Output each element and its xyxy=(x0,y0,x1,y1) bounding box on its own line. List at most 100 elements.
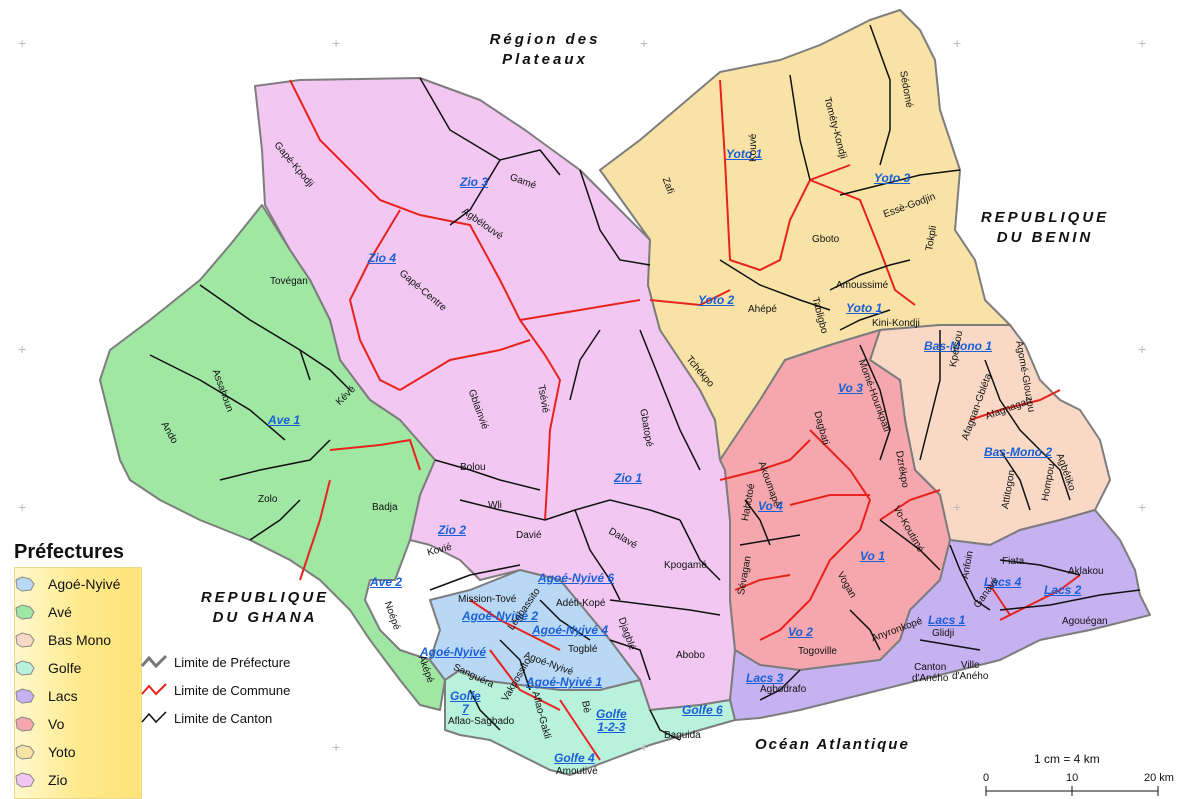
canton-kpogame: Kpogamé xyxy=(664,560,707,571)
ave-prefecture[interactable] xyxy=(99,204,446,711)
legend-item-yoto: Yoto xyxy=(14,741,76,763)
grid-cross: + xyxy=(332,739,341,755)
canton-mission-tove: Mission-Tové xyxy=(458,594,517,605)
commune-agoe-nyive-6[interactable]: Agoé-Nyivé 6 xyxy=(538,571,615,585)
canton-aflao-sagbado: Aflao-Sagbado xyxy=(448,716,515,727)
commune-zio-2[interactable]: Zio 2 xyxy=(438,523,467,537)
commune-golfe-1-2-3[interactable]: Golfe 1-2-3 xyxy=(596,707,627,734)
grid-cross: + xyxy=(640,739,649,755)
grid-cross: + xyxy=(640,35,649,51)
commune-bas-mono-2[interactable]: Bas-Mono 2 xyxy=(984,445,1053,459)
commune-yoto-1[interactable]: Yoto 1 xyxy=(726,147,763,161)
prefecture-legend: Préfectures Agoé-Nyivé Avé Bas Mono Golf… xyxy=(8,541,142,799)
commune-bas-mono-1[interactable]: Bas-Mono 1 xyxy=(924,339,993,353)
canton-limit-icon xyxy=(141,711,167,724)
legend-label: Limite de Commune xyxy=(174,682,291,698)
legend-swatch xyxy=(14,576,36,592)
commune-yoto-2[interactable]: Yoto 2 xyxy=(698,293,735,307)
commune-limit-icon xyxy=(141,683,167,696)
commune-lacs-3[interactable]: Lacs 3 xyxy=(746,671,784,685)
legend-label: Yoto xyxy=(48,744,76,760)
commune-vo-1[interactable]: Vo 1 xyxy=(860,549,885,563)
legend-item-lacs: Lacs xyxy=(14,685,78,707)
canton-abobo: Abobo xyxy=(676,650,705,661)
commune-lacs-4[interactable]: Lacs 4 xyxy=(984,575,1022,589)
scale-tick: 0 xyxy=(983,772,990,784)
grid-cross: + xyxy=(953,499,962,515)
canton-adeti-kope: Adéti-Kopé xyxy=(556,598,606,609)
commune-vo-3[interactable]: Vo 3 xyxy=(838,381,863,395)
legend-label: Limite de Canton xyxy=(174,710,273,726)
legend-label: Lacs xyxy=(48,688,78,704)
canton-glidji: Glidji xyxy=(932,628,955,639)
canton-kouve: Kouvé xyxy=(748,133,759,162)
commune-yoto-1-south[interactable]: Yoto 1 xyxy=(846,301,883,315)
legend-swatch xyxy=(14,716,36,732)
canton-amoussime: Amoussimé xyxy=(836,280,889,291)
canton-togble: Togblé xyxy=(568,644,598,655)
canton-limits xyxy=(149,24,1141,741)
lacs-prefecture[interactable] xyxy=(729,509,1151,721)
grid-cross: + xyxy=(1138,35,1147,51)
legend-label: Agoé-Nyivé xyxy=(48,576,121,592)
grid-cross: + xyxy=(953,35,962,51)
canton-fiata: Fiata xyxy=(1002,556,1025,567)
canton-agouegan: Agouégan xyxy=(1062,616,1108,627)
commune-yoto-3[interactable]: Yoto 3 xyxy=(874,171,911,185)
legend-prefecture-limit: Limite de Préfecture xyxy=(140,652,290,672)
legend-item-ave: Avé xyxy=(14,601,72,623)
legend-item-bas-mono: Bas Mono xyxy=(14,629,111,651)
grid-cross: + xyxy=(1138,341,1147,357)
region-plateaux-label: Région des Plateaux xyxy=(489,31,601,68)
canton-togoville: Togoville xyxy=(798,646,837,657)
legend-label: Limite de Préfecture xyxy=(174,654,291,670)
canton-amoutive: Amoutivé xyxy=(556,766,598,777)
grid-cross: + xyxy=(1138,499,1147,515)
commune-ave-1[interactable]: Ave 1 xyxy=(268,413,301,427)
commune-golfe-7[interactable]: Golfe 7 xyxy=(450,689,481,716)
commune-agoe-nyive-4[interactable]: Agoé-Nyivé 4 xyxy=(532,623,609,637)
canton-be: Bè xyxy=(579,700,593,714)
scale-bar: 1 cm = 4 km 0 10 20 km xyxy=(978,752,1178,797)
commune-ave-2[interactable]: Ave 2 xyxy=(370,575,403,589)
scale-tick: 10 xyxy=(1066,772,1079,784)
commune-agoe-nyive-1[interactable]: Agoé-Nyivé 1 xyxy=(526,675,603,689)
commune-limits xyxy=(289,79,1081,761)
commune-lacs-1[interactable]: Lacs 1 xyxy=(928,613,966,627)
commune-golfe-4[interactable]: Golfe 4 xyxy=(554,751,595,765)
ocean-label: Océan Atlantique xyxy=(755,736,910,753)
commune-vo-4[interactable]: Vo 4 xyxy=(758,499,783,513)
canton-davie: Davié xyxy=(516,530,542,541)
commune-golfe-6[interactable]: Golfe 6 xyxy=(682,703,723,717)
yoto-prefecture[interactable] xyxy=(599,9,1011,461)
grid-cross: + xyxy=(18,341,27,357)
commune-zio-1[interactable]: Zio 1 xyxy=(614,471,643,485)
commune-lacs-2[interactable]: Lacs 2 xyxy=(1044,583,1082,597)
legend-label: Avé xyxy=(48,604,72,620)
canton-agbodrafo: Agbodrafo xyxy=(760,684,807,695)
legend-body xyxy=(14,567,142,799)
commune-vo-2[interactable]: Vo 2 xyxy=(788,625,813,639)
commune-zio-3[interactable]: Zio 3 xyxy=(460,175,489,189)
canton-ville-aneho: Ville d'Aného xyxy=(952,660,989,682)
canton-badja: Badja xyxy=(372,502,398,513)
legend-label: Bas Mono xyxy=(48,632,112,648)
golfe-prefecture[interactable] xyxy=(444,669,736,776)
legend-swatch xyxy=(14,772,36,788)
commune-agoe-nyive-2[interactable]: Agoé-Nyivé 2 xyxy=(462,609,539,623)
prefecture-areas xyxy=(99,9,1151,776)
legend-swatch xyxy=(14,688,36,704)
scale-line xyxy=(985,786,1159,796)
legend-title: Préfectures xyxy=(14,541,125,563)
canton-wli: Wli xyxy=(488,500,502,511)
canton-gboto: Gboto xyxy=(812,234,840,245)
commune-zio-4[interactable]: Zio 4 xyxy=(368,251,397,265)
commune-agoe-nyive-3[interactable]: Agoé-Nyivé xyxy=(420,645,487,659)
legend-item-golfe: Golfe xyxy=(14,657,81,679)
canton-canton-aneho: Canton d'Aného xyxy=(912,662,949,684)
canton-kini-kondji: Kini-Kondji xyxy=(872,318,920,329)
grid-cross: + xyxy=(18,499,27,515)
legend-canton-limit: Limite de Canton xyxy=(140,708,272,728)
canton-ahepe: Ahépé xyxy=(748,304,777,315)
